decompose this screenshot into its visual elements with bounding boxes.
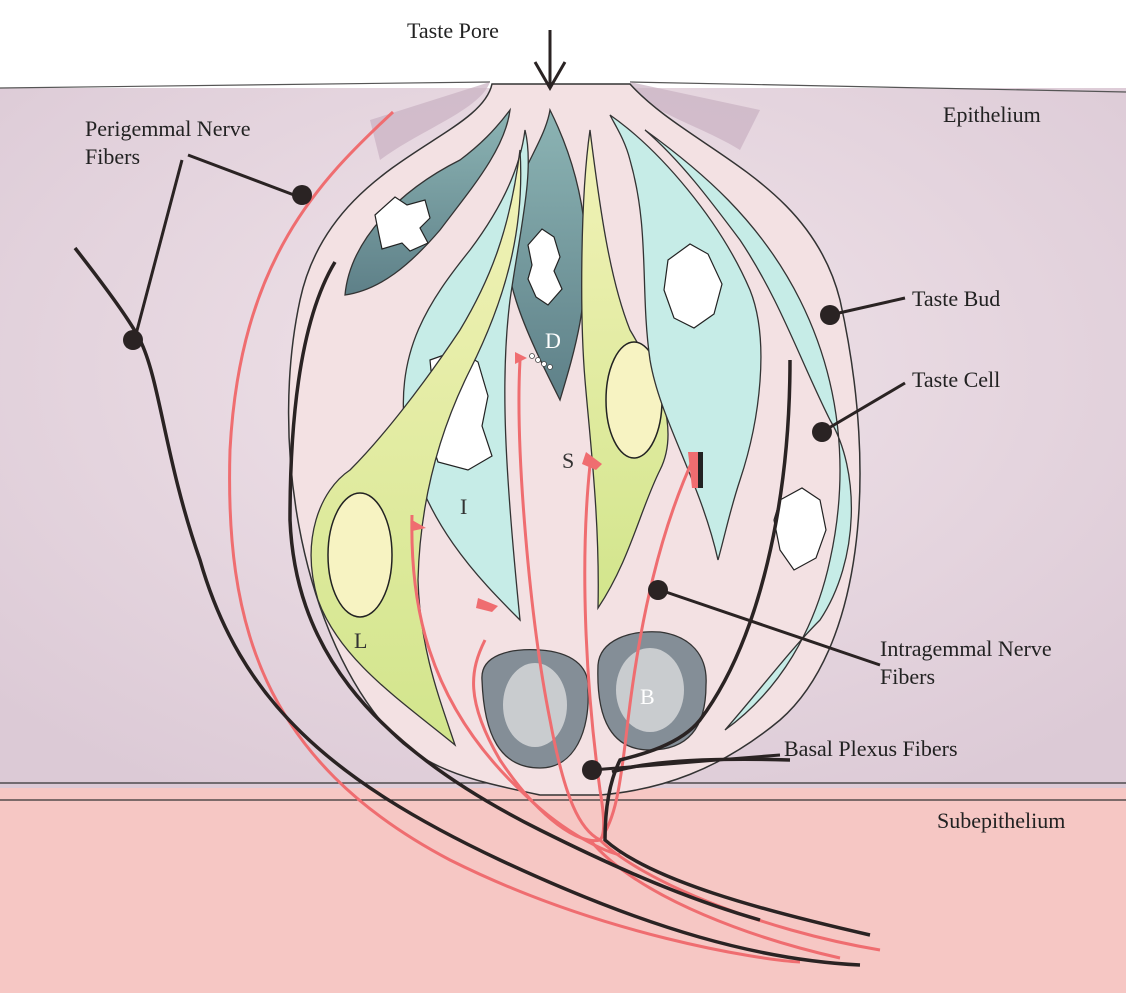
cell-letter-i: I	[460, 496, 467, 518]
label-basal-plexus: Basal Plexus Fibers	[784, 736, 958, 762]
synapse-bar	[698, 452, 703, 488]
cell-letter-s: S	[562, 450, 574, 472]
basal-cell-left-nucleus	[503, 663, 567, 747]
label-intragemmal-line1: Intragemmal Nerve	[880, 636, 1052, 662]
label-taste-cell: Taste Cell	[912, 367, 1000, 393]
label-taste-bud: Taste Bud	[912, 286, 1000, 312]
label-perigemmal-line1: Perigemmal Nerve	[85, 116, 251, 142]
label-perigemmal-line2: Fibers	[85, 144, 140, 170]
label-intragemmal-line2: Fibers	[880, 664, 935, 690]
label-subepithelium: Subepithelium	[937, 808, 1065, 834]
cell-letter-b: B	[640, 686, 655, 708]
label-taste-pore: Taste Pore	[407, 18, 499, 44]
top-background	[0, 0, 1126, 90]
cell-letter-d: D	[545, 330, 561, 352]
cell-letter-l: L	[354, 630, 367, 652]
label-epithelium: Epithelium	[943, 102, 1041, 128]
light-cell-l-nucleus	[328, 493, 392, 617]
